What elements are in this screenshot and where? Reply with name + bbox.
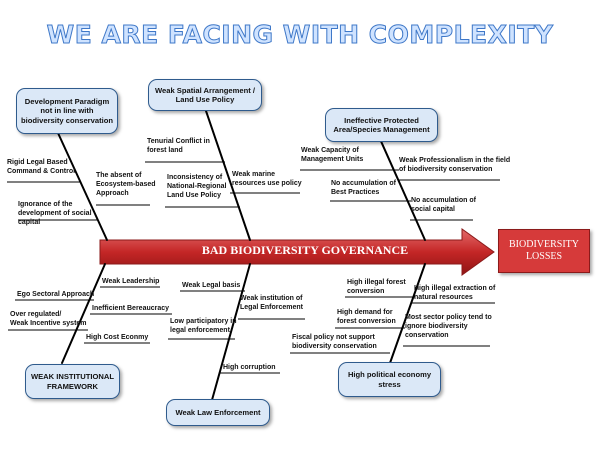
effect-box: BIODIVERSITY LOSSES xyxy=(498,229,590,273)
cause-label: High corruption xyxy=(223,364,276,371)
category-economy-label: High political economy stress xyxy=(347,370,432,389)
cause-label: High illegal forest conversion xyxy=(347,279,406,295)
bone-spatial xyxy=(204,107,251,241)
cause-label: No accumulation of Best Practices xyxy=(331,180,396,196)
bone-institutional xyxy=(61,263,106,364)
cause-label: The absent of Ecosystem-based Approach xyxy=(96,172,156,197)
cause-label: Weak Leadership xyxy=(102,278,160,285)
bone-law xyxy=(211,263,251,401)
cause-label: Inconsistency of National-Regional Land … xyxy=(167,174,227,199)
category-development-label: Development Paradigm not in line with bi… xyxy=(21,96,113,125)
bone-protected xyxy=(379,138,426,241)
spine-label: BAD BIODIVERSITY GOVERNANCE xyxy=(201,243,409,257)
cause-label: Ignorance of the development of social c… xyxy=(18,201,92,226)
category-economy: High political economy stress xyxy=(338,362,441,397)
effect-label: BIODIVERSITY LOSSES xyxy=(509,238,579,263)
cause-label: Ego Sectoral Approach xyxy=(17,291,95,298)
cause-label: No accumulation of social capital xyxy=(411,197,476,213)
cause-label: Most sector policy tend to ignore biodiv… xyxy=(405,314,492,339)
bone-development xyxy=(57,132,108,241)
category-development: Development Paradigm not in line with bi… xyxy=(16,88,118,134)
category-law: Weak Law Enforcement xyxy=(166,399,270,426)
cause-label: High demand for forest conversion xyxy=(337,309,396,325)
category-institutional-label: WEAK INSTITUTIONAL FRAMEWORK xyxy=(30,372,115,391)
cause-label: Fiscal policy not support biodiversity c… xyxy=(292,334,377,350)
cause-label: Low participatory in legal enforcement xyxy=(170,318,237,334)
category-spatial-label: Weak Spatial Arrangement / Land Use Poli… xyxy=(154,85,256,104)
cause-label: Weak Professionalism in the field of bio… xyxy=(399,157,511,173)
category-institutional: WEAK INSTITUTIONAL FRAMEWORK xyxy=(25,364,120,399)
category-law-label: Weak Law Enforcement xyxy=(175,407,261,417)
cause-label: Tenurial Conflict in forest land xyxy=(147,138,210,154)
bone-economy xyxy=(389,263,426,364)
category-spatial: Weak Spatial Arrangement / Land Use Poli… xyxy=(148,79,262,111)
category-protected-label: Ineffective Protected Area/Species Manag… xyxy=(333,115,430,134)
cause-label: Weak marine resources use policy xyxy=(232,171,302,187)
cause-label: Over regulated/ Weak Incentive system xyxy=(10,311,87,327)
cause-label: High Cost Econmy xyxy=(86,334,149,341)
cause-label: Rigid Legal Based Command & Control xyxy=(7,159,76,175)
cause-label: Inefficient Bereaucracy xyxy=(92,305,170,312)
category-protected: Ineffective Protected Area/Species Manag… xyxy=(325,108,438,142)
diagram-title: WE ARE FACING WITH COMPLEXITY xyxy=(46,20,554,50)
cause-label: High illegal extraction of natural resou… xyxy=(414,285,496,301)
cause-label: Weak Legal basis xyxy=(182,282,241,289)
spine-arrow xyxy=(99,228,495,276)
cause-label: Weak Capacity of Management Units xyxy=(301,147,364,163)
cause-label: Weak institution of Legal Enforcement xyxy=(240,295,304,311)
